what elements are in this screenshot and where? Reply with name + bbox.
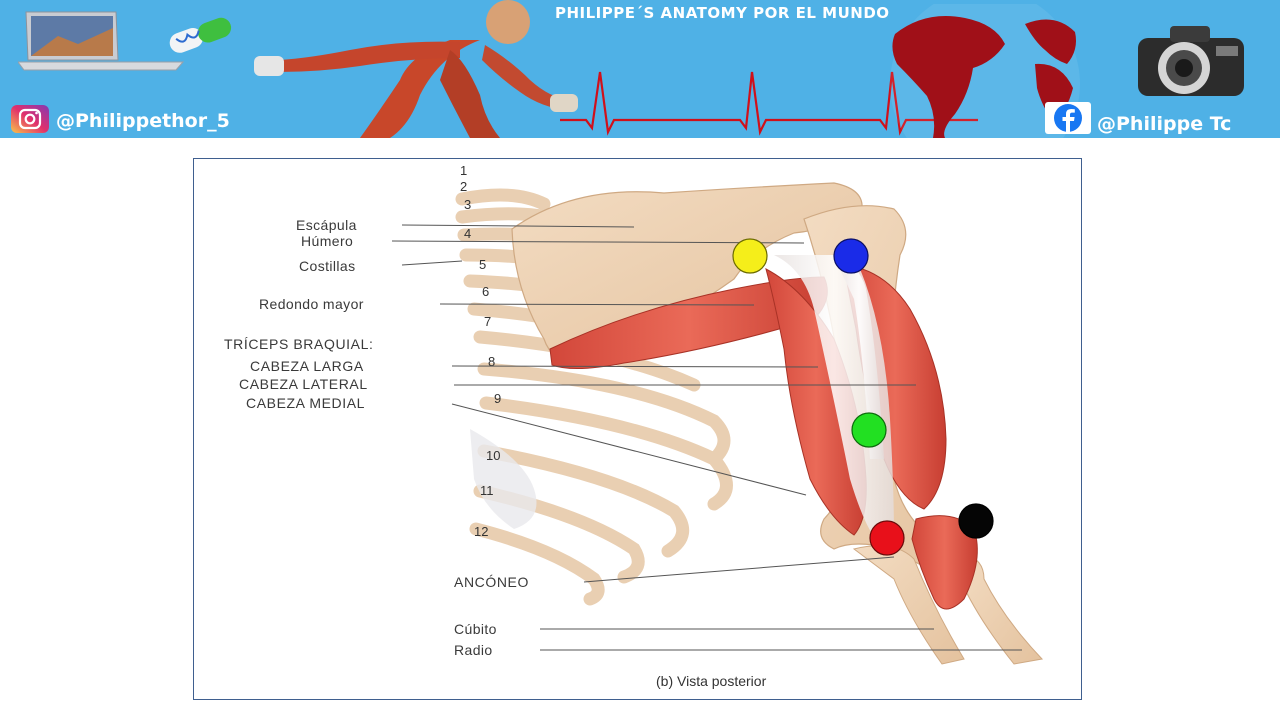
instagram-icon[interactable] [9, 104, 49, 134]
label-costillas: Costillas [299, 258, 356, 274]
rib-number: 10 [486, 448, 500, 463]
rib-number: 11 [480, 483, 494, 498]
label-radio: Radio [454, 642, 493, 658]
rib-number: 1 [460, 163, 467, 178]
label-humero: Húmero [301, 233, 353, 249]
runner-figure-icon [254, 0, 578, 138]
rib-number: 9 [494, 391, 501, 406]
rib-number: 3 [464, 197, 471, 212]
label-cabeza-larga: CABEZA LARGA [250, 358, 364, 374]
label-triceps-braquial: TRÍCEPS BRAQUIAL: [224, 336, 373, 352]
rib-number: 2 [460, 179, 467, 194]
rib-number: 5 [479, 257, 486, 272]
globe-map-icon [890, 4, 1080, 138]
costal-cartilage [470, 429, 537, 529]
rib-number: 7 [484, 314, 491, 329]
black-marker [958, 503, 994, 539]
camera-icon [1138, 26, 1244, 96]
yellow-marker [732, 238, 768, 274]
rib-number-labels: 1 2 3 4 5 6 7 8 9 10 11 12 [460, 163, 501, 539]
leader-lines [391, 224, 1022, 651]
label-cubito: Cúbito [454, 621, 497, 637]
label-cabeza-medial: CABEZA MEDIAL [246, 395, 365, 411]
label-cabeza-lateral: CABEZA LATERAL [239, 376, 368, 392]
diagram-caption: (b) Vista posterior [656, 673, 767, 689]
blue-marker [833, 238, 869, 274]
label-escapula: Escápula [296, 217, 357, 233]
facebook-icon[interactable] [1044, 101, 1092, 135]
instagram-handle[interactable]: @Philippethor_5 [56, 110, 230, 132]
rib-number: 12 [474, 524, 488, 539]
rib-number: 4 [464, 226, 471, 241]
green-marker [851, 412, 887, 448]
capsule-icon [169, 17, 232, 53]
facebook-handle[interactable]: @Philippe Tc [1097, 113, 1232, 135]
label-anconeo: ANCÓNEO [454, 574, 529, 590]
header-banner: PHILIPPE´S ANATOMY POR EL MUNDO @Philipp… [0, 0, 1280, 138]
laptop-icon [18, 11, 185, 71]
red-marker [869, 520, 905, 556]
heartbeat-line-icon [560, 71, 978, 136]
anatomy-diagram: 1 2 3 4 5 6 7 8 9 10 11 12 Escápu [193, 158, 1082, 700]
rib-number: 6 [482, 284, 489, 299]
rib-number: 8 [488, 354, 495, 369]
radius-bone [959, 553, 1044, 665]
label-redondo-mayor: Redondo mayor [259, 296, 364, 312]
banner-title: PHILIPPE´S ANATOMY POR EL MUNDO [555, 4, 890, 22]
